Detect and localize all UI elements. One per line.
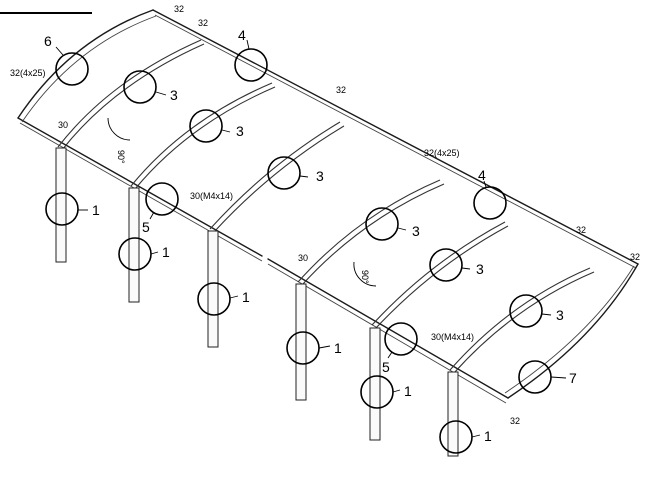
dim-label: 32 xyxy=(576,225,586,235)
dim-label: 32 xyxy=(336,85,346,95)
post xyxy=(369,327,381,441)
callout-circle xyxy=(518,360,552,394)
callout-circle xyxy=(189,109,223,143)
callout-numbers: 6 4 3 3 3 3 3 3 4 1 5 1 1 1 5 1 1 7 xyxy=(44,27,577,444)
callout-number: 4 xyxy=(238,27,246,43)
callout-circle xyxy=(429,248,463,282)
callout-number: 1 xyxy=(92,202,100,218)
callout-number: 1 xyxy=(242,289,250,305)
dim-label: 32(4x25) xyxy=(10,68,46,78)
callout-circle xyxy=(123,70,157,104)
callout-circle xyxy=(365,207,399,241)
dimension-labels: 32 32 32(4x25) 32 30 90° 30(M4x14) 32(4x… xyxy=(10,4,640,426)
callout-circle xyxy=(55,52,89,86)
callout-number: 1 xyxy=(162,244,170,260)
callout-number: 3 xyxy=(412,223,420,239)
callout-circle xyxy=(384,322,418,356)
end-arches xyxy=(17,9,639,399)
callout-number: 3 xyxy=(170,87,178,103)
callout-number: 1 xyxy=(404,383,412,399)
dim-label: 30(M4x14) xyxy=(431,332,474,342)
callout-number: 5 xyxy=(382,359,390,375)
callout-circle xyxy=(197,282,231,316)
dim-label: 30 xyxy=(298,253,308,263)
post xyxy=(128,187,140,303)
dim-label: 32(4x25) xyxy=(424,148,460,158)
dim-label: 90° xyxy=(360,270,370,284)
callout-circle xyxy=(145,182,179,216)
dim-label: 30(M4x14) xyxy=(190,191,233,201)
dim-label: 90° xyxy=(116,150,126,164)
dim-label: 32 xyxy=(510,416,520,426)
dim-label: 32 xyxy=(630,252,640,262)
post xyxy=(207,230,219,348)
callout-number: 1 xyxy=(484,428,492,444)
post xyxy=(55,147,67,263)
callout-number: 6 xyxy=(44,33,52,49)
rafters xyxy=(57,39,595,374)
angle-marks xyxy=(107,117,377,287)
callout-number: 7 xyxy=(569,370,577,386)
post xyxy=(295,283,307,401)
callout-circle xyxy=(45,192,79,226)
callout-circle xyxy=(509,294,543,328)
callout-number: 5 xyxy=(142,219,150,235)
callout-number: 3 xyxy=(556,307,564,323)
front-beam xyxy=(17,117,509,404)
callout-number: 4 xyxy=(478,167,486,183)
dim-label: 30 xyxy=(58,120,68,130)
callout-number: 3 xyxy=(316,168,324,184)
post xyxy=(447,371,459,457)
back-beam xyxy=(152,9,639,269)
dim-label: 32 xyxy=(174,4,184,14)
callout-number: 3 xyxy=(236,123,244,139)
callout-circles xyxy=(45,39,567,454)
posts xyxy=(55,147,459,457)
callout-circle xyxy=(473,186,507,220)
callout-circle xyxy=(267,156,301,190)
dim-label: 32 xyxy=(198,18,208,28)
header-rule xyxy=(0,0,92,14)
callout-circle xyxy=(234,48,268,82)
callout-number: 1 xyxy=(334,340,342,356)
callout-number: 3 xyxy=(476,261,484,277)
